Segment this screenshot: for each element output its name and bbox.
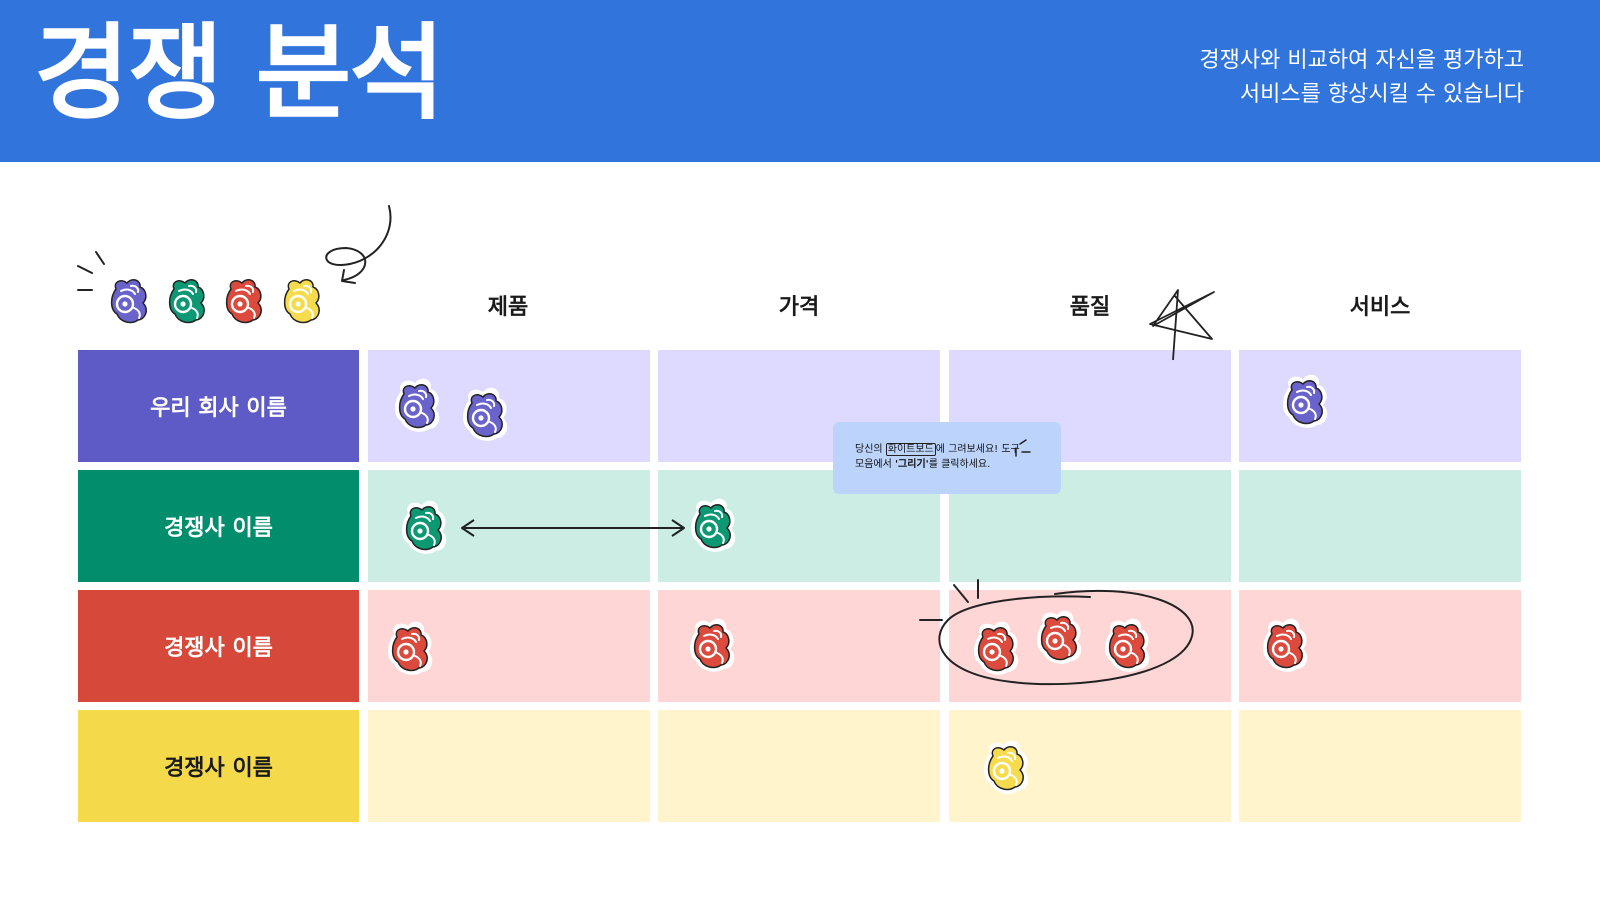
- ok-hand-yellow-icon[interactable]: [980, 739, 1036, 797]
- column-header-quality: 품질: [1069, 295, 1111, 320]
- header-banner: 경쟁 분석 경쟁사와 비교하여 자신을 평가하고 서비스를 향상시킬 수 있습니…: [0, 0, 1600, 162]
- ok-hand-yellow-icon[interactable]: [276, 272, 332, 330]
- ok-hand-purple-icon[interactable]: [103, 272, 159, 330]
- cell-comp3-price[interactable]: [658, 710, 940, 822]
- ok-hand-purple-icon[interactable]: [459, 386, 515, 444]
- subtitle-line-1: 경쟁사와 비교하여 자신을 평가하고: [1199, 48, 1524, 73]
- row-label-competitor-2[interactable]: 경쟁사 이름: [78, 590, 359, 702]
- circle-annotation: [938, 589, 1194, 686]
- column-header-price: 가격: [778, 295, 820, 320]
- note-bold-draw: '그리기': [894, 459, 929, 470]
- ok-hand-red-icon[interactable]: [1033, 609, 1089, 667]
- double-arrow-head-right: [671, 519, 685, 537]
- subtitle-line-2: 서비스를 향상시킬 수 있습니다: [1239, 82, 1524, 107]
- page-title: 경쟁 분석: [34, 12, 445, 134]
- cell-comp3-product[interactable]: [368, 710, 650, 822]
- column-header-service: 서비스: [1349, 295, 1411, 320]
- ok-hand-red-icon[interactable]: [384, 620, 440, 678]
- ok-hand-green-icon[interactable]: [398, 499, 454, 557]
- page-subtitle: 경쟁사와 비교하여 자신을 평가하고 서비스를 향상시킬 수 있습니다: [1199, 44, 1524, 112]
- row-label-competitor-3[interactable]: 경쟁사 이름: [78, 710, 359, 822]
- hand-drawn-star: [1149, 289, 1215, 361]
- curly-arrow-stroke: [325, 205, 392, 281]
- ok-hand-red-icon[interactable]: [1259, 617, 1315, 675]
- cell-comp1-service[interactable]: [1239, 470, 1521, 582]
- ok-hand-red-icon[interactable]: [218, 272, 274, 330]
- sparkle-lines: [77, 251, 105, 291]
- row-label-competitor-1[interactable]: 경쟁사 이름: [78, 470, 359, 582]
- note-highlight: 화이트보드: [885, 443, 936, 456]
- column-header-product: 제품: [487, 295, 529, 320]
- sparkle-lines-2: [919, 579, 979, 621]
- ok-hand-red-icon[interactable]: [970, 620, 1026, 678]
- cell-comp3-service[interactable]: [1239, 710, 1521, 822]
- ok-hand-green-icon[interactable]: [161, 272, 217, 330]
- row-label-our-company[interactable]: 우리 회사 이름: [78, 350, 359, 462]
- double-arrow-head-left: [461, 519, 475, 537]
- ok-hand-purple-icon[interactable]: [391, 377, 447, 435]
- ok-hand-red-icon[interactable]: [686, 617, 742, 675]
- note-sparkle: [1015, 439, 1031, 457]
- ok-hand-green-icon[interactable]: [687, 497, 743, 555]
- curly-arrow-head: [341, 269, 356, 284]
- ok-hand-red-icon[interactable]: [1101, 617, 1157, 675]
- ok-hand-purple-icon[interactable]: [1279, 373, 1335, 431]
- note-line-2: 모음에서 '그리기'를 클릭하세요.: [855, 459, 991, 470]
